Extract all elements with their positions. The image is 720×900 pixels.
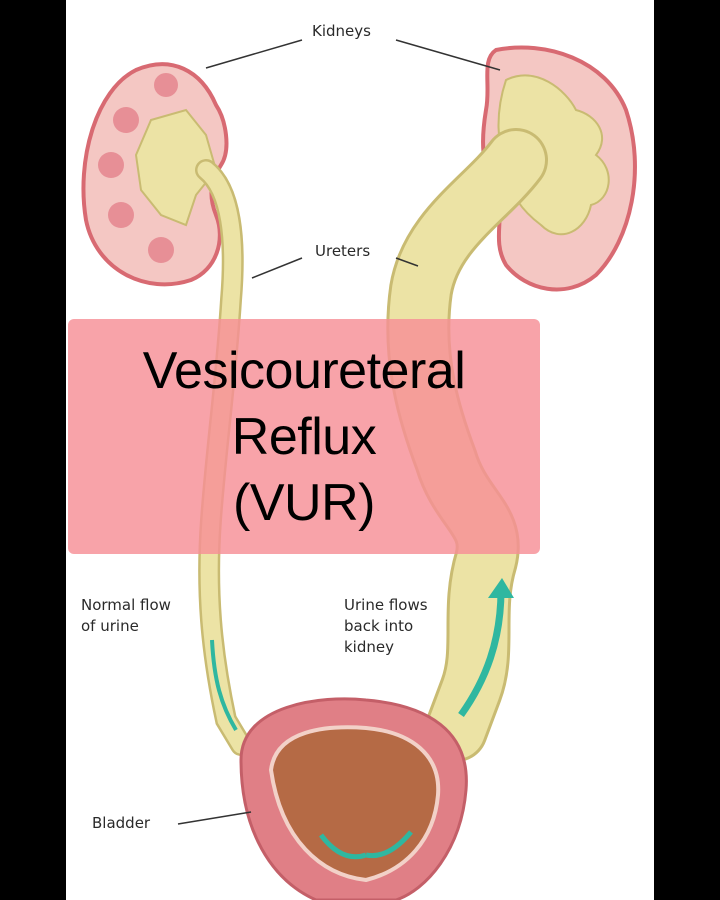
left-kidney bbox=[81, 62, 229, 287]
title-line-3: (VUR) bbox=[233, 473, 375, 532]
reflux-flow-line-3: kidney bbox=[344, 638, 394, 656]
reflux-flow-arrow bbox=[458, 589, 505, 718]
title-line-1: Vesicoureteral bbox=[142, 341, 466, 400]
ureters-label: Ureters bbox=[315, 242, 371, 260]
title-line-2: Reflux bbox=[231, 407, 377, 466]
normal-flow-label: Normal flow of urine bbox=[81, 595, 171, 637]
title-overlay: Vesicoureteral Reflux (VUR) bbox=[68, 319, 540, 554]
normal-flow-line-2: of urine bbox=[81, 617, 139, 635]
reflux-flow-label: Urine flows back into kidney bbox=[344, 595, 428, 658]
normal-flow-line-1: Normal flow bbox=[81, 596, 171, 614]
reflux-flow-line-1: Urine flows bbox=[344, 596, 428, 614]
bladder-label: Bladder bbox=[92, 814, 151, 832]
normal-flow-arrow bbox=[210, 639, 238, 732]
bladder bbox=[239, 697, 468, 900]
kidneys-label: Kidneys bbox=[312, 22, 371, 40]
diagram-panel: Kidneys Ureters Normal flow of urine Uri… bbox=[66, 0, 654, 900]
reflux-flow-line-2: back into bbox=[344, 617, 414, 635]
leader-lines bbox=[177, 39, 501, 825]
